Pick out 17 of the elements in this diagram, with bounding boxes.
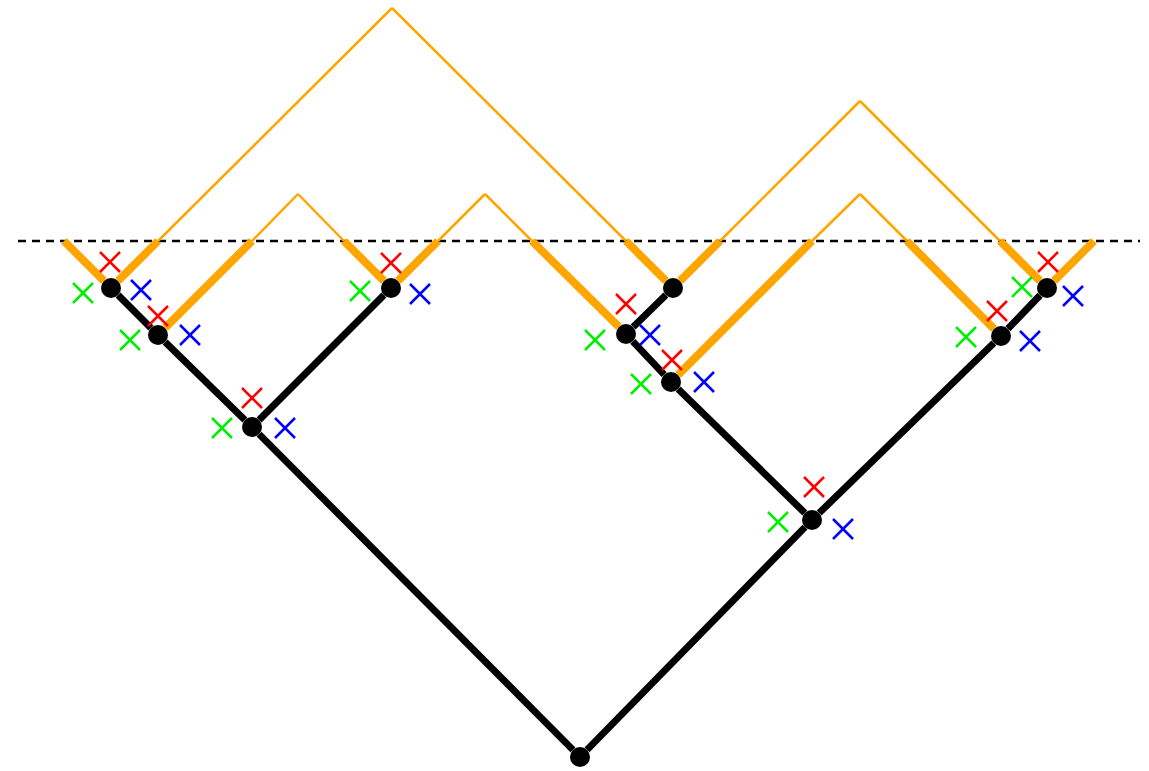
connector-path bbox=[1051, 238, 1097, 284]
tree-branch bbox=[630, 292, 669, 330]
tree-branch bbox=[162, 339, 248, 423]
tree-branch bbox=[675, 386, 808, 516]
tree-branch bbox=[256, 292, 387, 423]
connector-path bbox=[675, 193, 997, 378]
connector-path bbox=[677, 100, 1043, 284]
tree-branch bbox=[630, 338, 667, 378]
tree-branch bbox=[115, 292, 154, 331]
tree-branch bbox=[1005, 292, 1043, 332]
connector-path bbox=[61, 238, 107, 284]
tree-branch bbox=[584, 524, 808, 753]
tree-branch bbox=[816, 340, 997, 516]
connector-path bbox=[395, 193, 622, 330]
connector-path bbox=[162, 193, 387, 331]
connector-path bbox=[115, 7, 669, 284]
tree-branch bbox=[256, 431, 576, 753]
